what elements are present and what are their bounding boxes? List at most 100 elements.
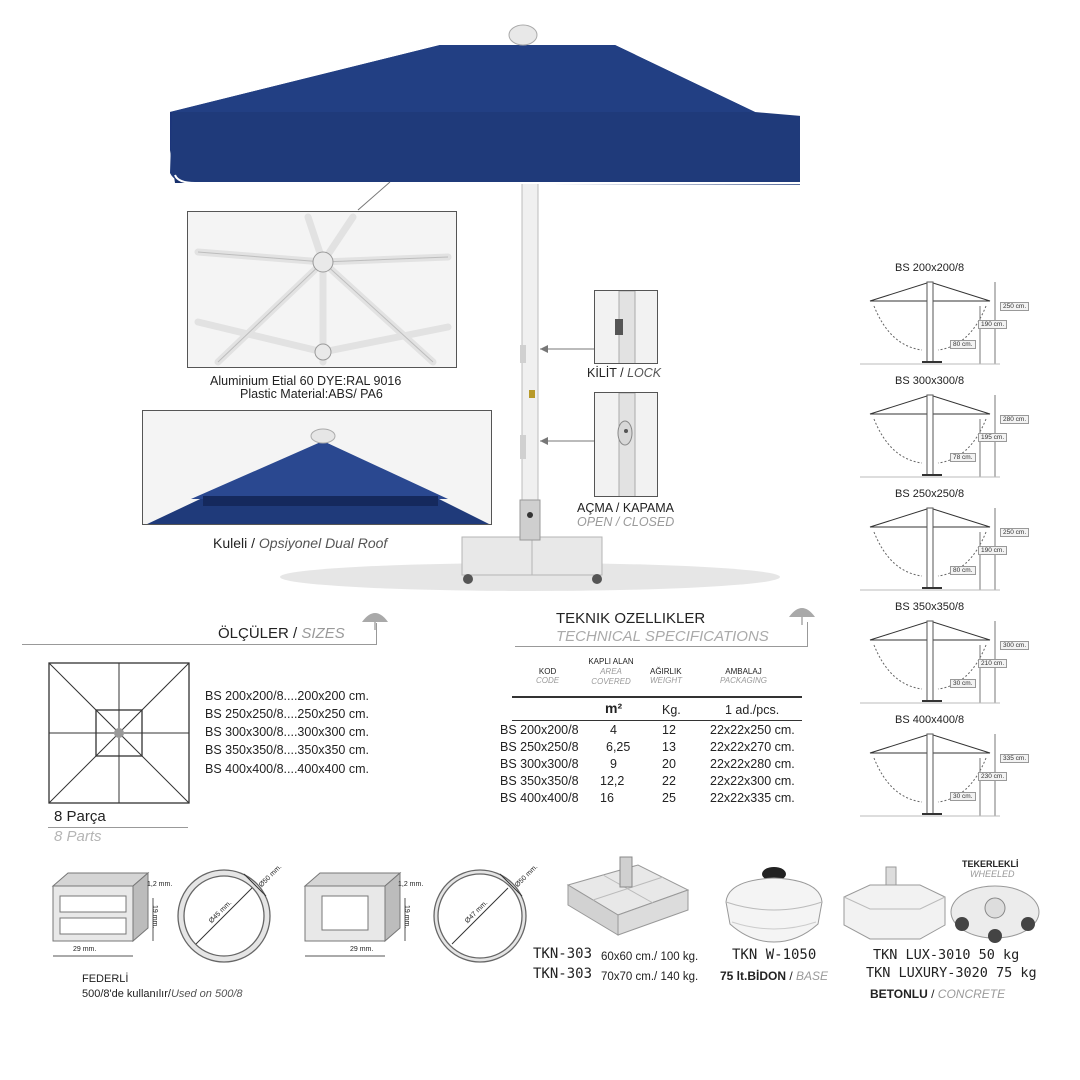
tkn-w1050-base-image <box>725 867 823 943</box>
umbrella-side-view <box>860 733 1000 817</box>
lock-label: KİLİT / LOCK <box>587 366 661 380</box>
tkn303-code-1: TKN-303 <box>533 946 593 962</box>
dimension-base-tag: 80 cm. <box>950 340 976 349</box>
tkn-luxury-label: TKN LUXURY-3020 75 kg <box>866 965 1037 981</box>
size-line-1: BS 200x200/8....200x200 cm. <box>205 689 369 703</box>
dimension-diagram-title: BS 350x350/8 <box>895 601 965 613</box>
dimension-diagram-title: BS 300x300/8 <box>895 375 965 387</box>
sizes-heading-alt: SIZES <box>301 625 345 642</box>
cell-code: BS 200x200/8 <box>500 723 579 737</box>
open-close-label: AÇMA / KAPAMA <box>577 501 675 515</box>
cell-code: BS 400x400/8 <box>500 791 579 805</box>
tkn303-base-image <box>566 856 690 936</box>
dimension-base-tag: 78 cm. <box>950 453 976 462</box>
profile1-height: 19 mm. <box>151 905 158 929</box>
table-row: BS 300x300/8 9 20 22x22x280 cm. <box>500 757 800 774</box>
profile2-thickness: 1,2 mm. <box>398 881 424 888</box>
col-code-main: KOD <box>538 667 557 676</box>
open-close-detail-image <box>594 392 658 497</box>
dimension-diagram-title: BS 200x200/8 <box>895 262 965 274</box>
cell-area: 16 <box>600 791 614 805</box>
roof-caption-main: Kuleli <box>213 535 248 551</box>
umbrella-side-view <box>860 281 1000 365</box>
lock-label-alt: LOCK <box>627 366 662 380</box>
open-close-label-alt: OPEN / CLOSED <box>577 515 675 529</box>
sizes-heading: ÖLÇÜLER / SIZES <box>218 625 345 642</box>
parts-label: 8 Parça <box>54 808 106 825</box>
tkn-w1050-alt: BASE <box>796 969 829 983</box>
dimension-mid-tag: 190 cm. <box>978 320 1008 329</box>
cell-weight: 13 <box>662 740 676 754</box>
sizes-heading-underline <box>22 644 377 645</box>
umbrella-side-view <box>860 507 1000 591</box>
col-packaging-main: AMBALAJ <box>725 667 762 676</box>
lock-label-main: KİLİT <box>587 366 617 380</box>
col-code-header: KOD CODE <box>536 667 559 685</box>
concrete-sep: / <box>927 987 938 1001</box>
size-line-4: BS 350x350/8....350x350 cm. <box>205 743 369 757</box>
cell-weight: 25 <box>662 791 676 805</box>
dimension-mid-tag: 195 cm. <box>978 433 1008 442</box>
tkn-w1050-main: 75 lt.BİDON <box>720 969 787 983</box>
table-row: BS 350x350/8 12,2 22 22x22x300 cm. <box>500 774 800 791</box>
col-weight-alt: WEIGHT <box>650 676 682 685</box>
col-area-main: KAPLI ALAN <box>588 657 634 666</box>
frame-material-line2: Plastic Material:ABS/ PA6 <box>240 387 383 401</box>
col-area-header: KAPLI ALAN AREA COVERED <box>588 657 634 687</box>
roof-caption-alt: Opsiyonel Dual Roof <box>258 535 388 551</box>
dimension-height-tag: 335 cm. <box>1000 754 1030 763</box>
sizes-heading-sep: / <box>288 625 302 642</box>
table-row: BS 250x250/8 6,25 13 22x22x270 cm. <box>500 740 800 757</box>
dimension-height-tag: 250 cm. <box>1000 528 1030 537</box>
cell-packaging: 22x22x335 cm. <box>710 791 795 805</box>
profile1-width: 29 mm. <box>73 946 97 953</box>
size-line-3: BS 300x300/8....300x300 cm. <box>205 725 369 739</box>
cell-area: 9 <box>610 757 617 771</box>
tkn-w1050-label: 75 lt.BİDON / BASE <box>720 969 828 983</box>
profile-label-2-alt: Used on 500/8 <box>170 988 243 1000</box>
table-row: BS 200x200/8 4 12 22x22x250 cm. <box>500 723 800 740</box>
size-line-2: BS 250x250/8....250x250 cm. <box>205 707 369 721</box>
specs-underline-tick <box>807 622 808 647</box>
wheeled-label: TEKERLEKLİ <box>962 859 1019 869</box>
cell-weight: 12 <box>662 723 676 737</box>
umbrella-side-view <box>860 620 1000 704</box>
parts-underline <box>48 827 188 828</box>
roof-caption: Kuleli / Opsiyonel Dual Roof <box>213 535 387 551</box>
col-packaging-header: AMBALAJ PACKAGING <box>720 667 767 685</box>
dimension-diagrams: BS 200x200/8 250 cm. 190 cm. 80 cm. BS 300x3… <box>860 262 1030 824</box>
col-area-alt: AREA COVERED <box>591 667 631 686</box>
lock-label-sep: / <box>616 366 628 380</box>
lock-detail-image <box>594 290 658 364</box>
concrete-label: BETONLU / CONCRETE <box>870 987 1005 1001</box>
dimension-mid-tag: 190 cm. <box>978 546 1008 555</box>
col-weight-header: AĞIRLIK WEIGHT <box>650 667 682 685</box>
cell-code: BS 300x300/8 <box>500 757 579 771</box>
cell-weight: 20 <box>662 757 676 771</box>
sizes-heading-underline-tick <box>376 623 377 645</box>
col-weight-main: AĞIRLIK <box>650 667 682 676</box>
dimension-base-tag: 30 cm. <box>950 679 976 688</box>
umbrella-icon <box>362 613 388 630</box>
dimension-mid-tag: 210 cm. <box>978 659 1008 668</box>
profile1-thickness: 1,2 mm. <box>147 881 173 888</box>
dimension-diagram: BS 350x350/8 300 cm. 210 cm. 30 cm. <box>860 601 1030 711</box>
cell-packaging: 22x22x280 cm. <box>710 757 795 771</box>
specs-title-alt: TECHNICAL SPECIFICATIONS <box>556 628 769 645</box>
cell-area: 6,25 <box>606 740 631 754</box>
dimension-height-tag: 300 cm. <box>1000 641 1030 650</box>
tkn-lux-label: TKN LUX-3010 50 kg <box>873 947 1020 963</box>
tkn-w1050-code: TKN W-1050 <box>732 947 817 963</box>
specs-unit-rule <box>512 720 802 721</box>
tkn303-spec-1: 60x60 cm./ 100 kg. <box>601 951 699 963</box>
profile-label-1: FEDERLİ <box>82 973 129 985</box>
specs-header-rule <box>512 696 802 698</box>
sizes-heading-main: ÖLÇÜLER <box>218 625 289 642</box>
unit-weight: Kg. <box>662 703 681 717</box>
profile-label-2-main: 500/8'de kullanılır/ <box>82 988 171 1000</box>
tkn-luxury-wheeled-image <box>950 885 1040 943</box>
frame-detail-image <box>187 211 457 368</box>
profile-section-1 <box>51 871 154 957</box>
specs-title: TEKNIK OZELLIKLER <box>556 610 706 627</box>
